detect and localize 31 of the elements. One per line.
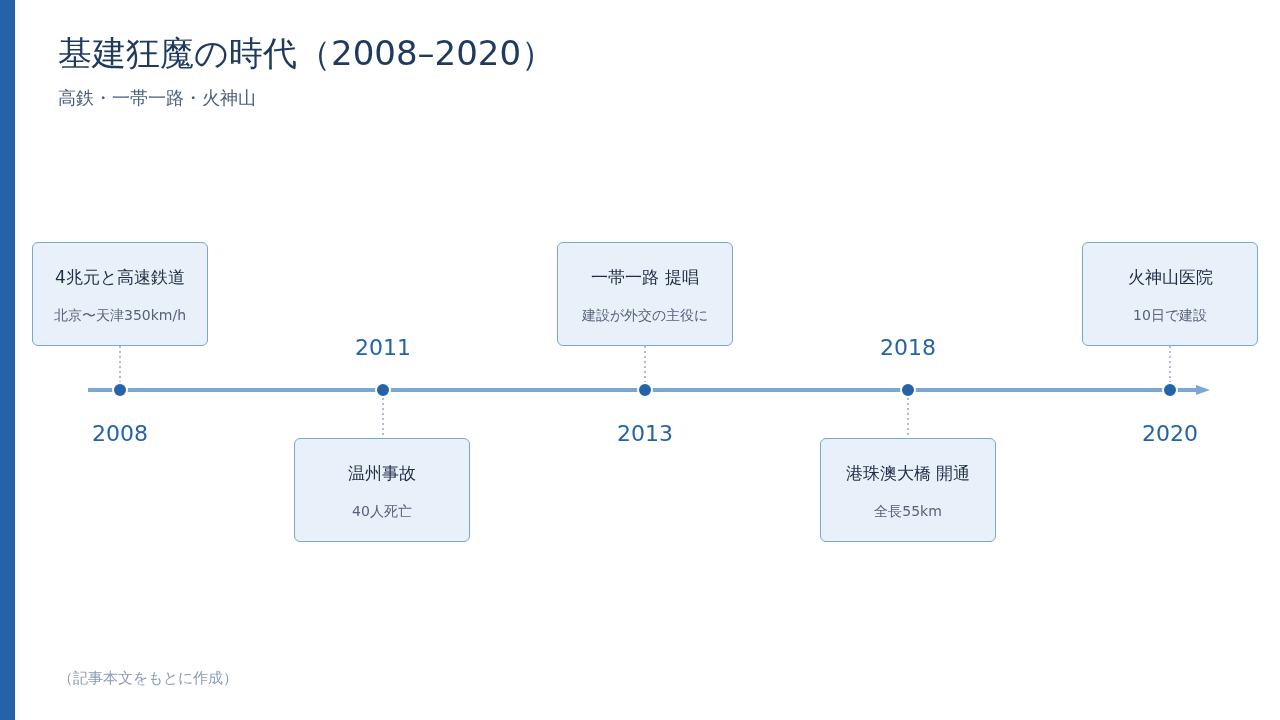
leader-line bbox=[119, 345, 121, 383]
event-card bbox=[294, 438, 470, 542]
year-label: 2020 bbox=[1142, 420, 1198, 448]
subtitle: 高鉄・一帯一路・火神山 bbox=[58, 86, 256, 110]
leader-line bbox=[644, 345, 646, 383]
event-card bbox=[1082, 242, 1258, 346]
event-detail: 建設が外交の主役に bbox=[582, 306, 708, 325]
source-note: （記事本文をもとに作成） bbox=[58, 669, 238, 688]
event-detail: 全長55km bbox=[874, 502, 942, 521]
event-card bbox=[557, 242, 733, 346]
timeline-dot bbox=[112, 382, 128, 398]
event-title: 火神山医院 bbox=[1127, 266, 1213, 289]
timeline-dot bbox=[375, 382, 391, 398]
year-label: 2011 bbox=[355, 334, 411, 362]
event-detail: 10日で建設 bbox=[1133, 306, 1207, 325]
event-title: 港珠澳大橋 開通 bbox=[845, 462, 971, 485]
title: 基建狂魔の時代（2008–2020） bbox=[58, 32, 556, 75]
event-detail: 北京〜天津350km/h bbox=[53, 306, 187, 325]
event-card bbox=[820, 438, 996, 542]
event-detail: 40人死亡 bbox=[352, 502, 412, 521]
timeline-dot bbox=[1162, 382, 1178, 398]
timeline-dot bbox=[637, 382, 653, 398]
event-title: 4兆元と高速鉄道 bbox=[55, 266, 185, 289]
event-card bbox=[32, 242, 208, 346]
timeline-dot bbox=[900, 382, 916, 398]
year-label: 2018 bbox=[880, 334, 936, 362]
event-title: 一帯一路 提唱 bbox=[591, 266, 699, 289]
event-title: 温州事故 bbox=[348, 462, 416, 485]
leader-line bbox=[1169, 345, 1171, 383]
year-label: 2008 bbox=[92, 420, 148, 448]
year-label: 2013 bbox=[617, 420, 673, 448]
